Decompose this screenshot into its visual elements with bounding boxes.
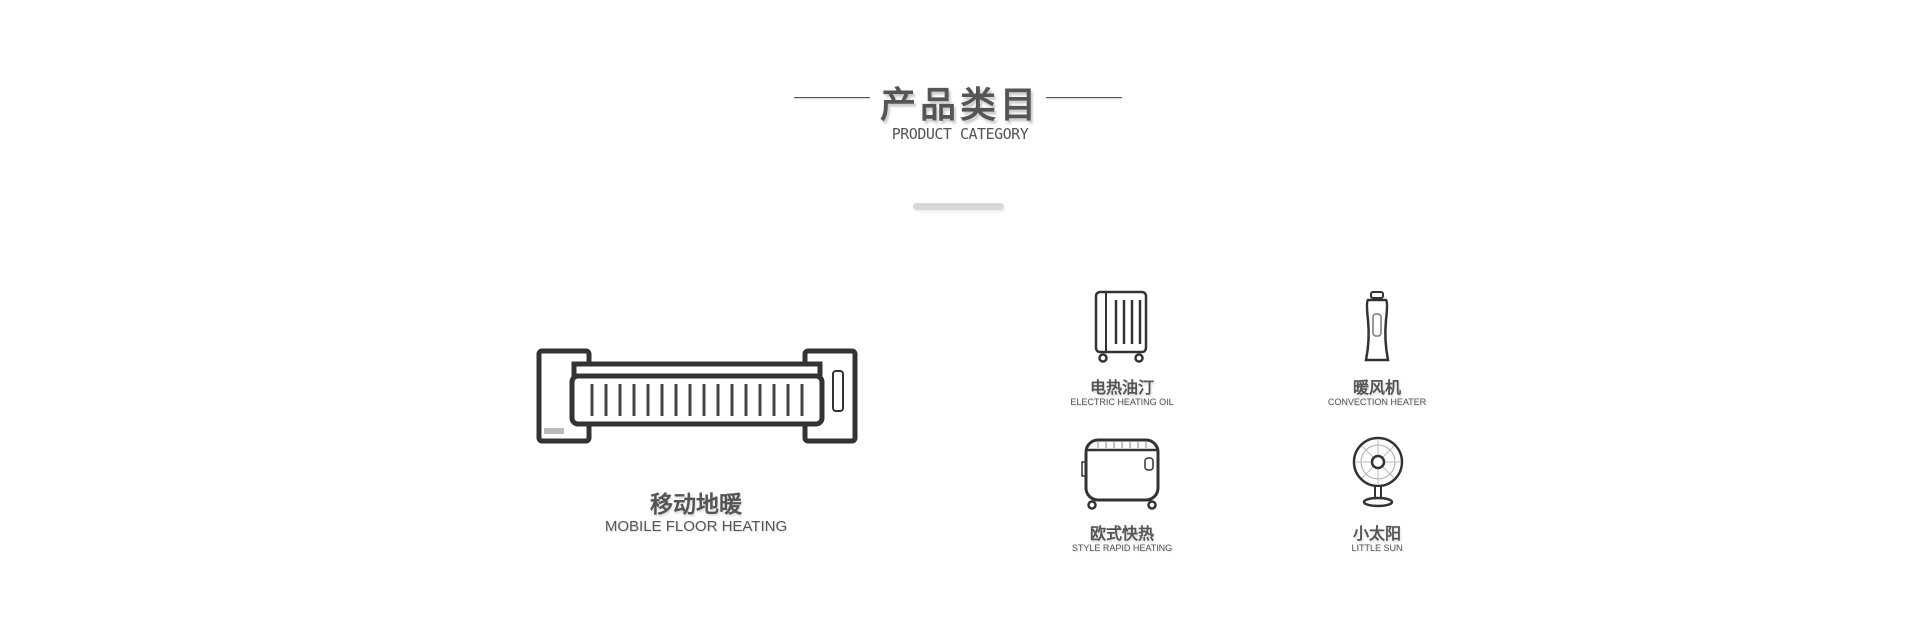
decorative-pill xyxy=(913,203,1004,210)
title-divider-left xyxy=(794,97,870,98)
title-divider-right xyxy=(1046,97,1122,98)
category-name-cn: 暖风机 xyxy=(1352,380,1401,397)
category-name-en: CONVECTION HEATER xyxy=(1327,397,1427,407)
category-name-en: LITTLE SUN xyxy=(1351,543,1403,553)
category-name-cn: 电热油汀 xyxy=(1089,380,1154,397)
tower-heater-icon xyxy=(1364,291,1390,362)
oil-heater-icon xyxy=(1094,290,1148,363)
category-name-cn: 移动地暖 xyxy=(650,491,742,517)
category-name-en: ELECTRIC HEATING OIL xyxy=(1070,397,1174,407)
category-name-cn: 欧式快热 xyxy=(1089,526,1154,543)
section-subtitle: PRODUCT CATEGORY xyxy=(891,125,1029,143)
sun-heater-icon xyxy=(1352,436,1404,508)
category-name-cn: 小太阳 xyxy=(1352,526,1401,543)
section-title: 产品类目 xyxy=(879,84,1040,125)
panel-heater-icon xyxy=(1081,438,1160,510)
category-name-en: MOBILE FLOOR HEATING xyxy=(604,518,788,535)
category-name-en: STYLE RAPID HEATING xyxy=(1071,543,1173,553)
floor-heater-icon xyxy=(536,348,858,444)
